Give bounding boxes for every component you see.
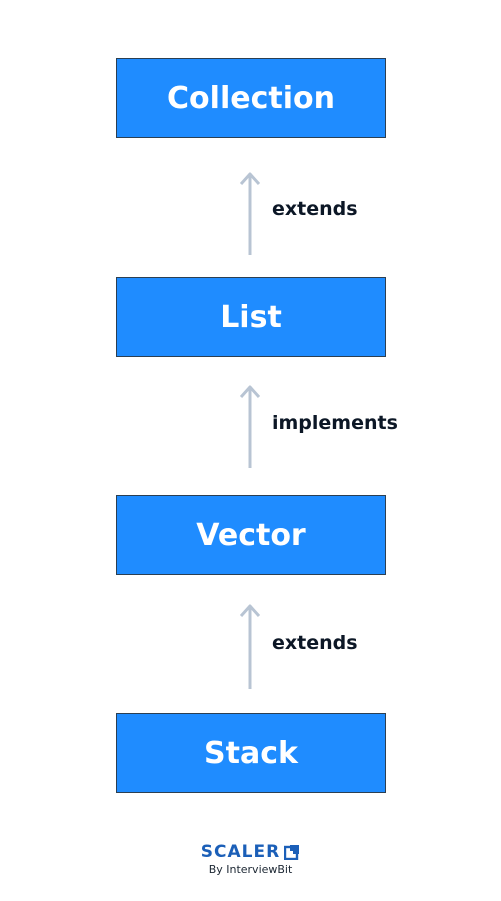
arrow-stack-to-vector	[240, 604, 260, 690]
edge-label-extends-2: extends	[272, 632, 358, 654]
node-vector: Vector	[116, 495, 386, 575]
arrow-up-icon	[240, 172, 260, 255]
brand-byline: By InterviewBit	[208, 863, 293, 876]
node-vector-label: Vector	[196, 517, 306, 553]
edge-label-extends-1: extends	[272, 198, 358, 220]
arrow-vector-to-list	[240, 385, 260, 469]
scaler-mark-icon	[284, 845, 300, 860]
node-collection: Collection	[116, 58, 386, 138]
node-list-label: List	[220, 299, 282, 335]
brand-name: SCALER	[200, 842, 281, 862]
arrow-list-to-collection	[240, 172, 260, 256]
node-stack-label: Stack	[204, 735, 298, 771]
scaler-logo: SCALER By InterviewBit	[0, 842, 501, 876]
arrow-up-icon	[240, 385, 260, 468]
node-stack: Stack	[116, 713, 386, 793]
node-list: List	[116, 277, 386, 357]
node-collection-label: Collection	[167, 80, 335, 116]
edge-label-implements: implements	[272, 412, 398, 434]
arrow-up-icon	[240, 604, 260, 689]
